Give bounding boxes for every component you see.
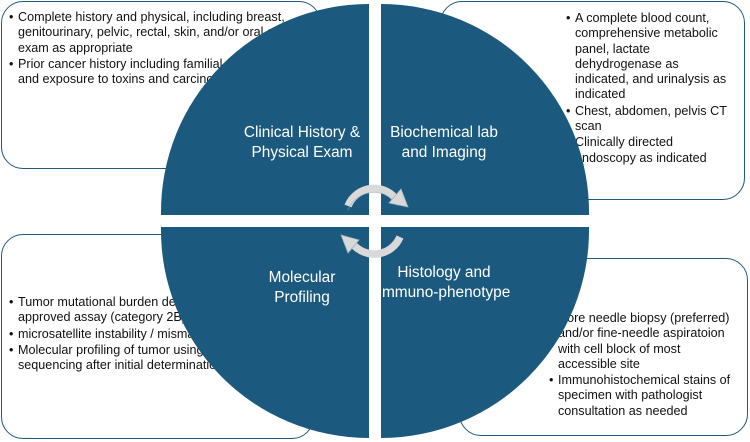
- bullet-list: A complete blood count, comprehensive me…: [566, 11, 736, 166]
- quadrant-label-histology: Histology and Immuno-phenotype: [377, 264, 511, 301]
- quadrant-label-biochemical: Biochemical lab and Imaging: [390, 124, 498, 161]
- list-item: Clinically directed endoscopy as indicat…: [566, 135, 736, 166]
- quadrant-bottom-left: [160, 227, 369, 438]
- cycle-arrow-icon: [344, 184, 409, 211]
- list-item: Immunohistochemical stains of specimen w…: [549, 373, 739, 419]
- bullet-list: Complete history and physical, including…: [9, 10, 312, 87]
- quadrant-label-clinical: Clinical History & Physical Exam: [243, 124, 361, 161]
- bullet-list: Core needle biopsy (preferred) and/or fi…: [549, 311, 739, 419]
- quadrant-top-right: [381, 3, 590, 215]
- cycle-arrow-icon: [340, 234, 404, 258]
- list-item: Complete history and physical, including…: [9, 10, 312, 56]
- quadrant-bottom-right: [381, 227, 590, 438]
- quadrant-label-molecular: Molecular Profiling: [268, 269, 336, 306]
- list-item: Core needle biopsy (preferred) and/or fi…: [549, 311, 739, 372]
- list-item: A complete blood count, comprehensive me…: [566, 11, 736, 103]
- list-item: Chest, abdomen, pelvis CT scan: [566, 104, 736, 135]
- quadrant-top-left: [160, 3, 369, 215]
